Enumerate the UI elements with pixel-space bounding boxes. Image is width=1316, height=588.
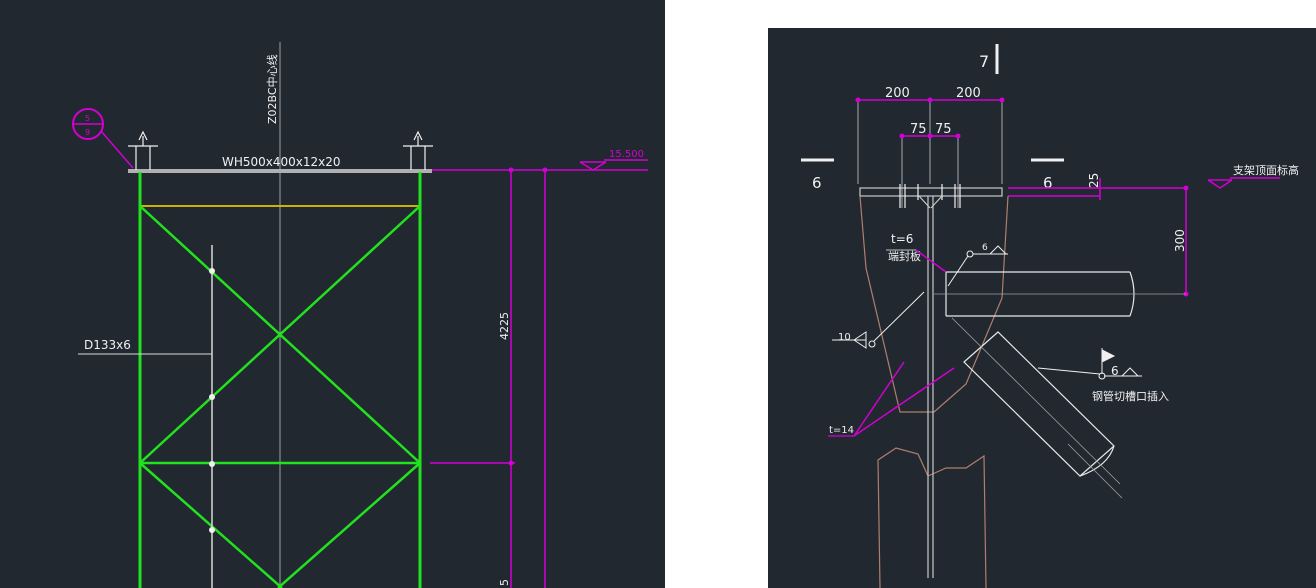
detail-callout: 5 9 <box>72 108 134 169</box>
elevation-marker <box>432 159 648 171</box>
dimension-ticks <box>508 167 548 466</box>
connection-detail-panel: 7 6 6 200 200 75 75 <box>768 28 1316 588</box>
dim-inner-right: 75 <box>935 122 952 137</box>
frame-elevation-panel: Z02BC中心线 WH500x400x12x20 <box>0 0 665 588</box>
slot-note: 钢管切槽口插入 <box>1092 389 1169 403</box>
dim-outer-right: 200 <box>956 86 981 101</box>
detail-callout-top: 5 <box>85 114 90 123</box>
anchor-bolts <box>899 184 961 208</box>
column-outline <box>877 447 987 588</box>
dim-vertical: 300 <box>1173 229 1187 252</box>
gusset-leader-1 <box>853 361 905 437</box>
end-plate-thickness: t=6 <box>891 232 913 246</box>
gusset-leader-2 <box>853 367 955 437</box>
elevation-symbol <box>1207 177 1280 189</box>
pipe-label: D133x6 <box>84 338 131 352</box>
weld-symbol-right <box>1037 348 1142 380</box>
height-dimension <box>430 170 546 588</box>
section-mark-top: 7 <box>979 52 989 71</box>
section-mark-left: 6 <box>812 174 822 192</box>
dim-plate: 25 <box>1087 173 1101 188</box>
beam-label: WH500x400x12x20 <box>222 155 341 169</box>
dimension-ticks <box>855 97 1005 139</box>
weld-left-size: 10 <box>838 332 851 343</box>
gusset-thickness: t=14 <box>829 425 854 436</box>
connection-detail-drawing: 7 6 6 200 200 75 75 <box>801 44 1299 588</box>
web-plate <box>918 195 943 578</box>
weld-upper-size: 6 <box>982 243 988 253</box>
support-right <box>403 130 433 170</box>
dim-inner-left: 75 <box>910 122 927 137</box>
support-left <box>128 130 158 170</box>
weld-right-size: 6 <box>1111 364 1119 378</box>
end-plate-label: 端封板 <box>888 249 921 263</box>
weld-symbol-upper <box>947 245 1008 287</box>
detail-callout-bottom: 9 <box>85 128 90 137</box>
gusset-outline <box>859 195 1009 413</box>
dimension-extension-lines <box>857 100 1003 208</box>
horizontal-pipe <box>934 271 1186 317</box>
weld-symbol-left <box>832 291 925 349</box>
base-plate <box>859 187 1003 197</box>
elevation-label: 支架顶面标高 <box>1233 163 1299 177</box>
elevation-value: 15.500 <box>609 149 644 160</box>
bracing <box>139 205 421 588</box>
pipe-supports <box>209 268 215 533</box>
lower-dimension-value: 5 <box>498 579 511 586</box>
end-plate-leader <box>915 249 947 273</box>
plate-dimension <box>1008 178 1188 200</box>
frame-elevation-drawing: Z02BC中心线 WH500x400x12x20 <box>72 42 648 588</box>
diagonal-pipe <box>951 317 1123 499</box>
dim-outer-left: 200 <box>885 86 910 101</box>
height-dimension-value: 4225 <box>498 312 511 340</box>
section-mark-right: 6 <box>1043 174 1053 192</box>
centerline-label: Z02BC中心线 <box>265 54 279 124</box>
